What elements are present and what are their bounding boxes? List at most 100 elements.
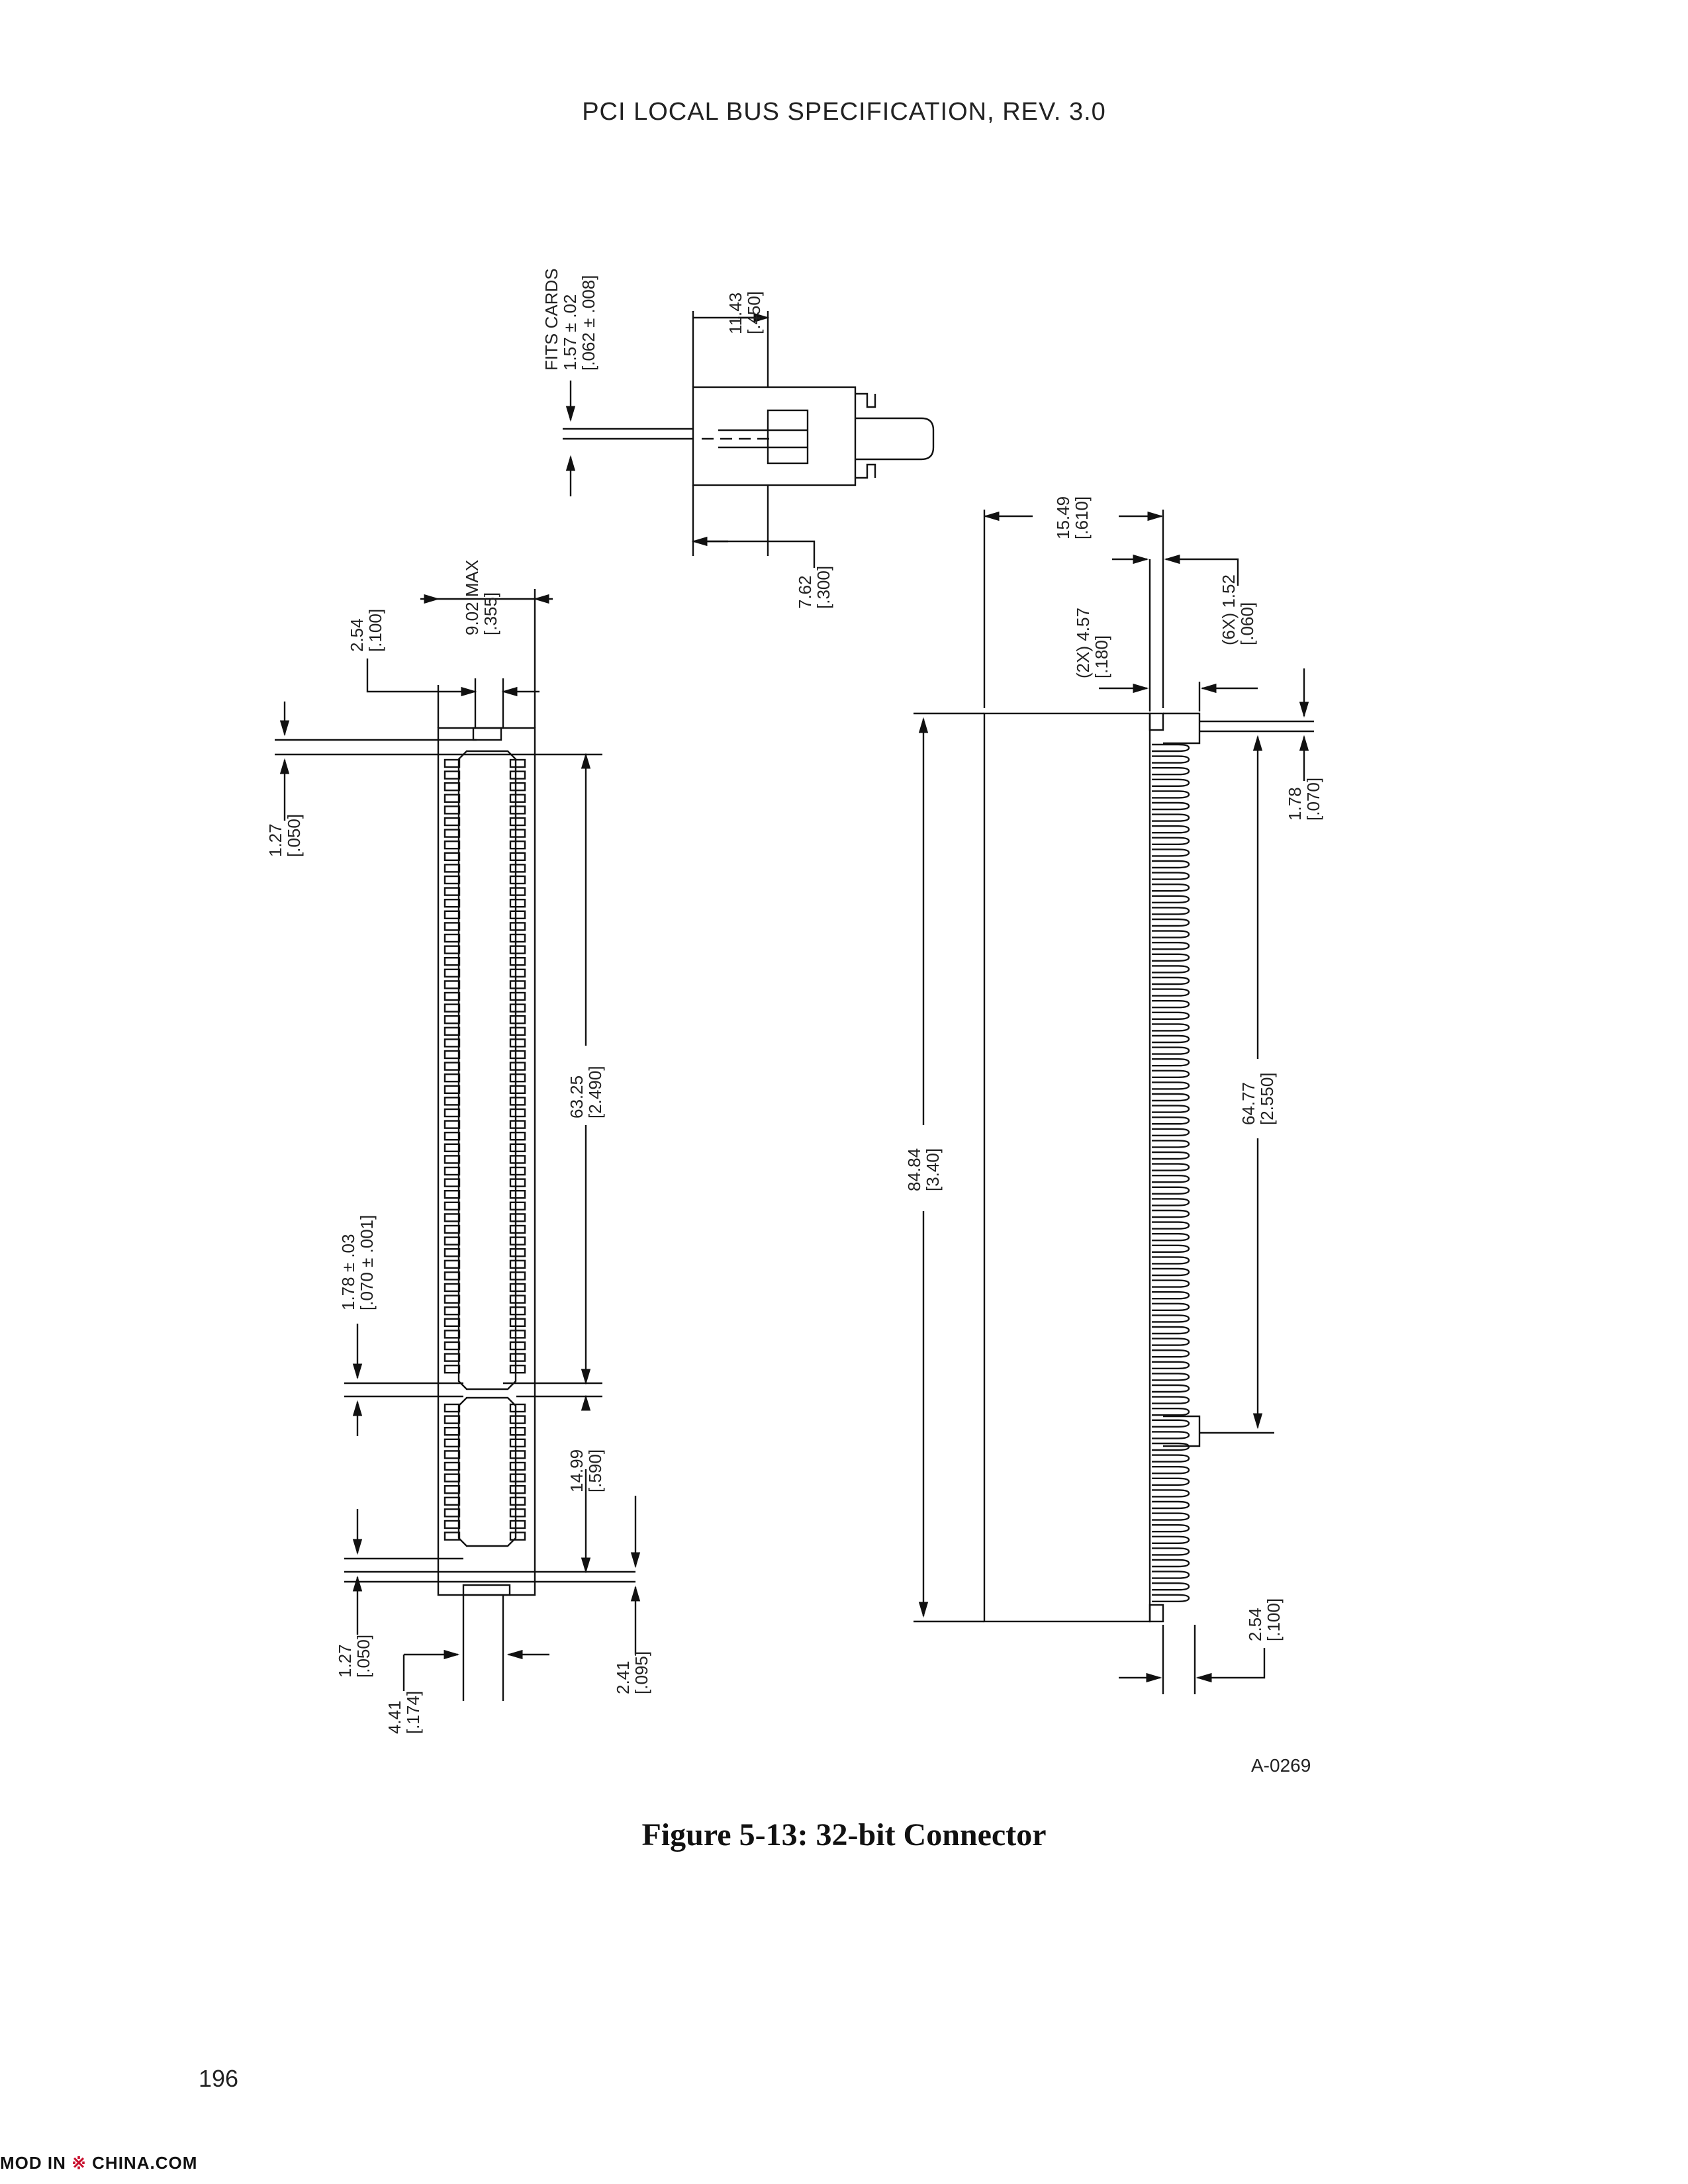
dim-2x-4-57-label: (2X) 4.57 [.180] [1073, 603, 1111, 678]
dim-9-02-label: 9.02 MAX [.355] [462, 555, 500, 635]
side-pin [1152, 1069, 1190, 1078]
side-pin [1152, 1244, 1190, 1253]
contact-left [444, 770, 461, 780]
side-pin [1152, 1500, 1190, 1510]
contact-right [509, 1330, 526, 1339]
contact-right [509, 1097, 526, 1106]
side-pin [1152, 1046, 1190, 1055]
contact-left [444, 1062, 461, 1071]
side-pin [1152, 1396, 1190, 1404]
contact-left [444, 1496, 461, 1506]
dim-2-41-label: 2.41 [.095] [613, 1651, 651, 1694]
side-pin [1152, 1338, 1190, 1346]
side-pin [1152, 1570, 1190, 1579]
connector-side-view [914, 510, 1314, 1694]
contact-right [509, 1073, 526, 1083]
contact-left [444, 1473, 461, 1482]
dim-1-27-top-label: 1.27 [.050] [265, 814, 304, 857]
contact-left [444, 1003, 461, 1013]
contact-left [444, 1508, 461, 1518]
contact-left [444, 1108, 461, 1118]
side-pin [1152, 1175, 1190, 1183]
contact-left [444, 1236, 461, 1246]
contact-right [509, 1050, 526, 1060]
contact-right [509, 1473, 526, 1482]
contact-left [444, 1178, 461, 1187]
dim-4-41-label: 4.41 [.174] [385, 1691, 423, 1734]
contact-left [444, 910, 461, 920]
contact-right [509, 1155, 526, 1164]
contact-left [444, 1295, 461, 1304]
dim-14-99-label: 14.99 [.590] [567, 1445, 605, 1492]
side-pin [1152, 1093, 1190, 1102]
contact-left [444, 1306, 461, 1316]
contact-left [444, 1026, 461, 1036]
side-pin [1152, 1512, 1190, 1521]
contact-right [509, 1438, 526, 1448]
connector-end-view [563, 311, 935, 568]
contact-left [444, 1189, 461, 1199]
connector-front-view [275, 589, 641, 1701]
contact-right [509, 1236, 526, 1246]
contact-left [444, 1341, 461, 1351]
contact-right [509, 1003, 526, 1013]
contact-left [444, 922, 461, 931]
contact-right [509, 794, 526, 803]
dim-6x-1-52-label: (6X) 1.52 [.060] [1219, 570, 1257, 645]
contact-right [509, 770, 526, 780]
contact-right [509, 1353, 526, 1362]
contact-right [509, 1015, 526, 1024]
side-pin [1152, 942, 1190, 950]
contact-left [444, 864, 461, 873]
side-pin [1152, 860, 1190, 869]
contact-right [509, 1201, 526, 1211]
side-pin [1152, 767, 1190, 776]
side-pin [1152, 1477, 1190, 1486]
contact-right [509, 1306, 526, 1316]
contact-right [509, 1426, 526, 1436]
side-pin [1152, 1058, 1190, 1067]
contact-right [509, 887, 526, 896]
side-pin [1152, 1233, 1190, 1242]
side-pin [1152, 1256, 1190, 1265]
contact-right [509, 1248, 526, 1257]
contact-right [509, 1085, 526, 1095]
contact-left [444, 887, 461, 896]
contact-right [509, 980, 526, 989]
contact-left [444, 1271, 461, 1281]
side-pin [1152, 1267, 1190, 1277]
side-pin [1152, 1326, 1190, 1335]
contact-left [444, 1330, 461, 1339]
side-pin [1152, 1431, 1190, 1439]
contact-left [444, 1213, 461, 1222]
contact-right [509, 1271, 526, 1281]
contact-left [444, 956, 461, 966]
side-pin [1152, 778, 1190, 787]
contact-right [509, 1295, 526, 1304]
side-pin [1152, 743, 1190, 752]
contact-left [444, 1426, 461, 1436]
side-pin [1152, 1034, 1190, 1044]
contact-left [444, 782, 461, 792]
contact-right [509, 782, 526, 792]
contact-left [444, 817, 461, 827]
side-pin [1152, 907, 1190, 915]
contact-right [509, 864, 526, 873]
contact-left [444, 945, 461, 954]
side-pin [1152, 801, 1190, 811]
contact-left [444, 933, 461, 943]
side-pin [1152, 837, 1190, 845]
side-pin [1152, 1349, 1190, 1358]
contact-left [444, 1461, 461, 1471]
contact-left [444, 875, 461, 885]
contact-left [444, 1283, 461, 1293]
side-pin [1152, 1535, 1190, 1544]
contact-right [509, 956, 526, 966]
contact-left [444, 1050, 461, 1060]
contact-right [509, 1364, 526, 1374]
contact-left [444, 1201, 461, 1211]
contact-right [509, 1531, 526, 1541]
contact-left [444, 1073, 461, 1083]
contact-left [444, 991, 461, 1001]
side-pin [1152, 884, 1190, 892]
